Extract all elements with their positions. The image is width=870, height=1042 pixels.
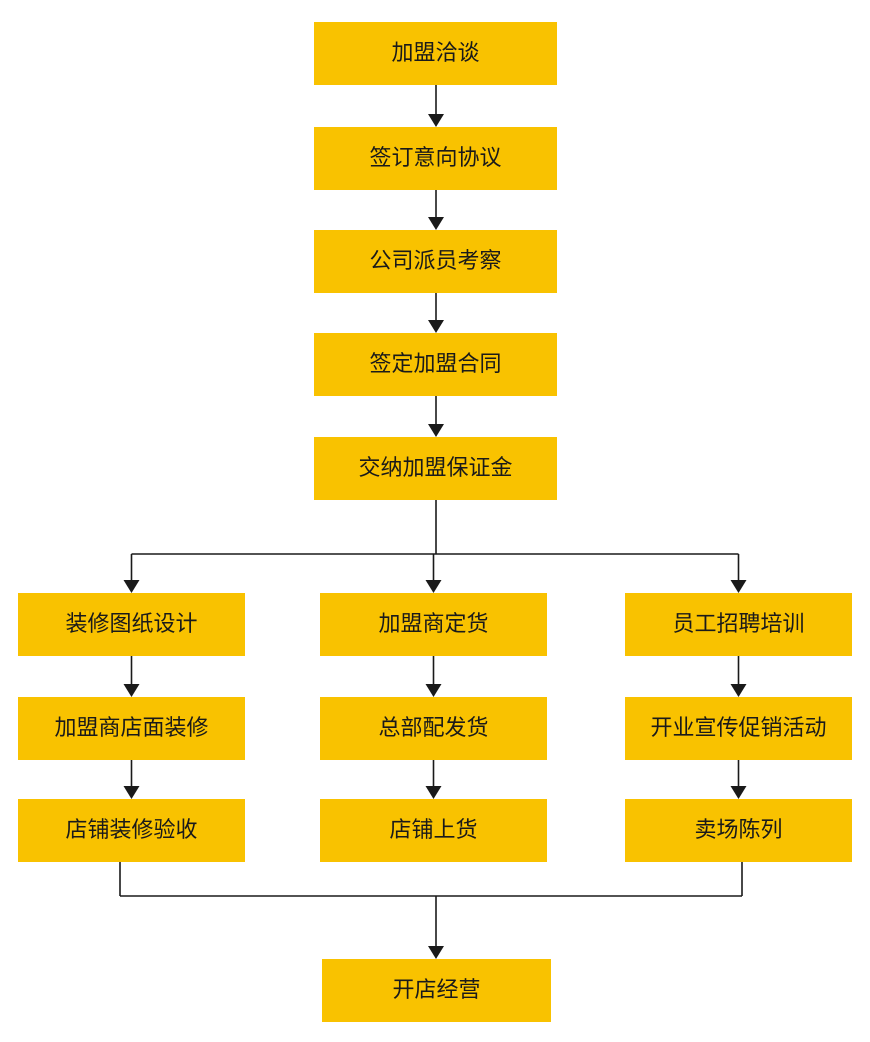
node-box [18, 799, 245, 862]
arrow-company-inspect-head [428, 320, 444, 333]
node-store-decor: 加盟商店面装修 [18, 697, 245, 760]
node-box [322, 959, 551, 1022]
arrow-franchisee-order-head [425, 684, 442, 697]
node-label: 加盟洽谈 [391, 41, 479, 66]
node-franchisee-order: 加盟商定货 [320, 593, 547, 656]
node-label: 店铺上货 [389, 818, 477, 843]
node-label: 卖场陈列 [694, 818, 782, 843]
node-label: 公司派员考察 [369, 249, 501, 274]
arrow-staff-recruit-head [730, 684, 747, 697]
node-box [314, 437, 557, 500]
node-store-stock: 店铺上货 [320, 799, 547, 862]
arrow-decor-design-head [123, 684, 140, 697]
node-box [625, 697, 852, 760]
node-label: 店铺装修验收 [65, 818, 197, 843]
node-label: 开业宣传促销活动 [650, 716, 826, 741]
node-decor-accept: 店铺装修验收 [18, 799, 245, 862]
node-box [320, 697, 547, 760]
arrow-sign-contract-head [428, 424, 444, 437]
node-label: 加盟商店面装修 [54, 716, 208, 741]
node-label: 总部配发货 [378, 716, 488, 741]
flow-nodes: 加盟洽谈签订意向协议公司派员考察签定加盟合同交纳加盟保证金装修图纸设计加盟商店面… [18, 22, 852, 1022]
node-company-inspect: 公司派员考察 [314, 230, 557, 293]
arrow-split-middle-head [425, 580, 442, 593]
node-label: 签订意向协议 [369, 146, 501, 171]
arrow-franchise-talks-head [428, 114, 444, 127]
arrow-sign-intent-head [428, 217, 444, 230]
node-label: 装修图纸设计 [65, 612, 197, 637]
node-store-display: 卖场陈列 [625, 799, 852, 862]
node-decor-design: 装修图纸设计 [18, 593, 245, 656]
arrow-merge-head [428, 946, 444, 959]
arrow-store-decor-head [123, 786, 140, 799]
node-box [314, 333, 557, 396]
node-sign-intent: 签订意向协议 [314, 127, 557, 190]
node-box [314, 127, 557, 190]
flow-connectors [119, 85, 747, 959]
node-label: 员工招聘培训 [672, 612, 804, 637]
node-franchise-talks: 加盟洽谈 [314, 22, 557, 85]
node-label: 加盟商定货 [378, 612, 488, 637]
node-box [625, 593, 852, 656]
node-box [320, 593, 547, 656]
node-staff-recruit: 员工招聘培训 [625, 593, 852, 656]
node-box [314, 22, 557, 85]
node-opening-promo: 开业宣传促销活动 [625, 697, 852, 760]
node-box [314, 230, 557, 293]
node-box [18, 593, 245, 656]
arrow-split-right-head [730, 580, 747, 593]
node-sign-contract: 签定加盟合同 [314, 333, 557, 396]
arrow-split-left-head [123, 580, 140, 593]
node-box [320, 799, 547, 862]
node-label: 开店经营 [392, 978, 480, 1003]
node-label: 签定加盟合同 [369, 352, 501, 377]
node-pay-deposit: 交纳加盟保证金 [314, 437, 557, 500]
node-open-store: 开店经营 [322, 959, 551, 1022]
node-box [625, 799, 852, 862]
node-hq-ship: 总部配发货 [320, 697, 547, 760]
arrow-opening-promo-head [730, 786, 747, 799]
node-box [18, 697, 245, 760]
arrow-hq-ship-head [425, 786, 442, 799]
node-label: 交纳加盟保证金 [358, 456, 512, 481]
